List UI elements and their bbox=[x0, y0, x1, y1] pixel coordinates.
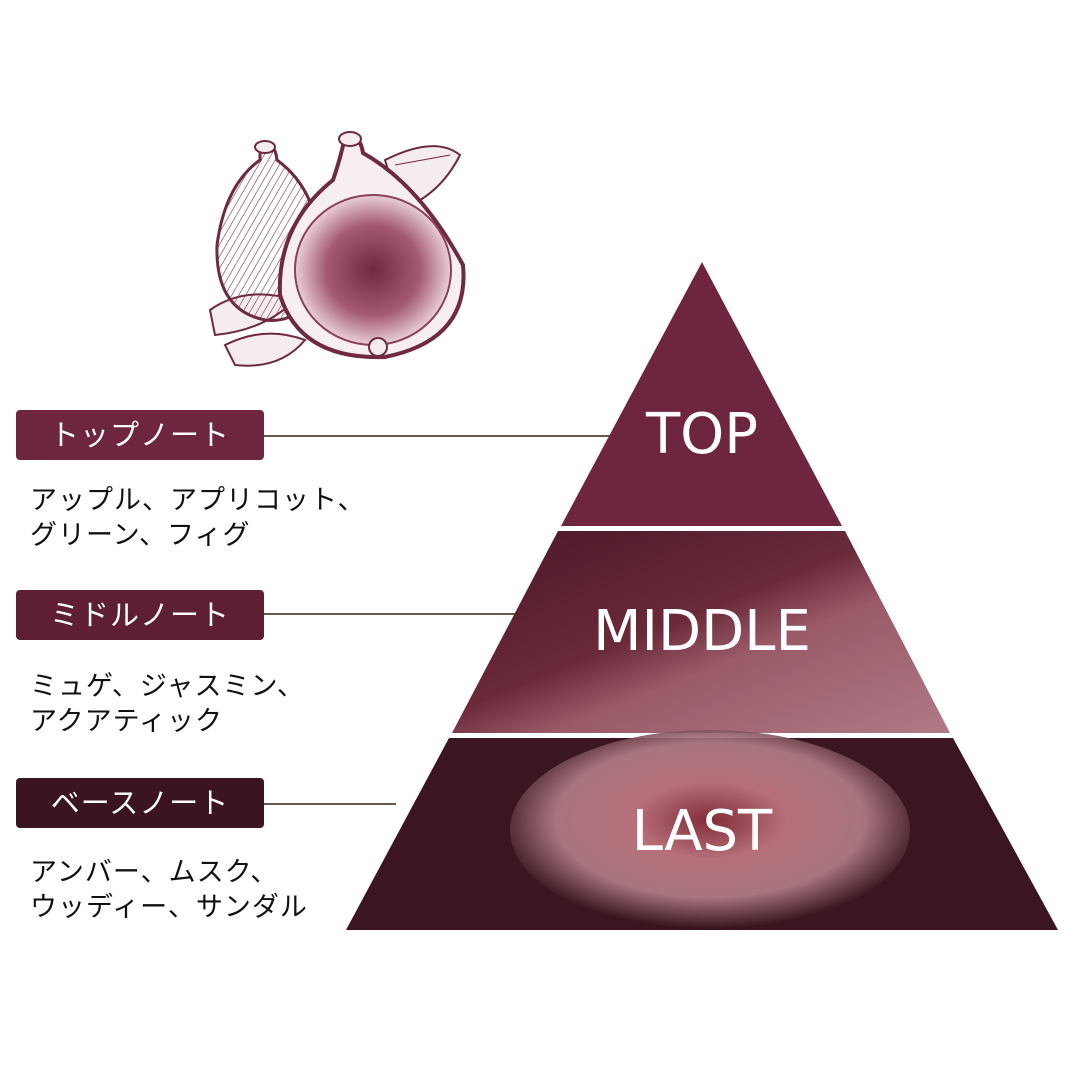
middle-note-badge: ミドルノート bbox=[16, 590, 264, 640]
base-note-ingredients: アンバー、ムスク、 ウッディー、サンダル bbox=[30, 855, 308, 925]
middle-note-line-1: ミュゲ、ジャスミン、 bbox=[30, 671, 305, 702]
base-note-line-1: アンバー、ムスク、 bbox=[30, 857, 279, 888]
fig-illustration bbox=[205, 125, 475, 380]
top-note-line-1: アップル、アプリコット、 bbox=[30, 485, 366, 516]
middle-connector-line bbox=[264, 613, 517, 615]
base-note-line-2: ウッディー、サンダル bbox=[30, 892, 308, 923]
tier-label-last: LAST bbox=[631, 799, 773, 864]
middle-note-line-2: アクアティック bbox=[30, 706, 224, 737]
middle-note-ingredients: ミュゲ、ジャスミン、 アクアティック bbox=[30, 669, 305, 739]
top-note-ingredients: アップル、アプリコット、 グリーン、フィグ bbox=[30, 483, 365, 553]
tier-label-middle: MIDDLE bbox=[593, 599, 811, 664]
tier-label-top: TOP bbox=[645, 402, 759, 467]
base-note-badge: ベースノート bbox=[16, 778, 264, 828]
base-connector-line bbox=[264, 803, 396, 805]
pyramid-tier-top bbox=[561, 262, 842, 526]
top-note-badge: トップノート bbox=[16, 410, 264, 460]
top-note-line-2: グリーン、フィグ bbox=[30, 520, 251, 551]
fig-icon bbox=[208, 131, 466, 367]
top-connector-line bbox=[264, 435, 610, 437]
